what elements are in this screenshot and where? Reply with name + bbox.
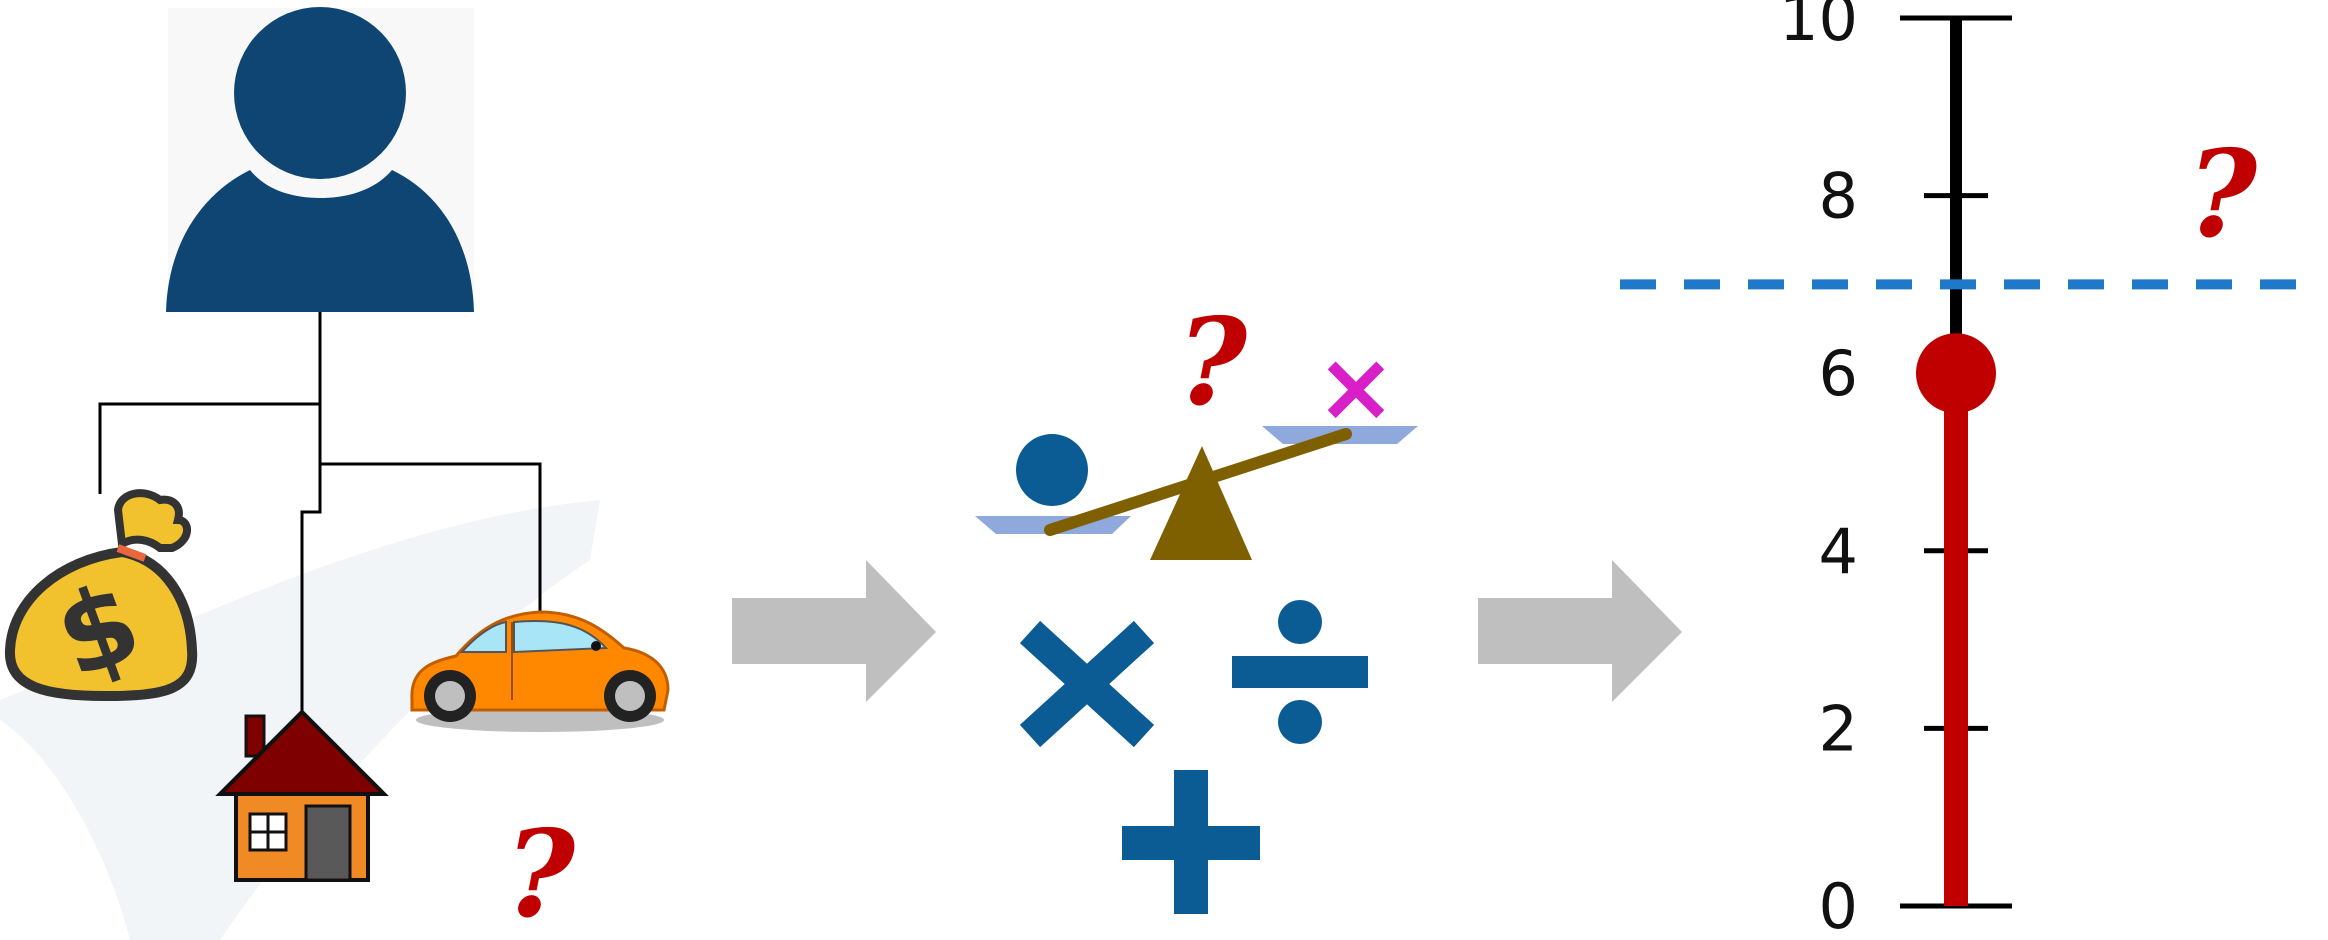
divide-icon bbox=[1232, 600, 1368, 744]
scale-tick-label-6: 6 bbox=[1819, 337, 1858, 410]
scale-tick-label-8: 8 bbox=[1819, 160, 1858, 233]
connector-lines bbox=[98, 312, 542, 712]
person-icon bbox=[166, 7, 474, 312]
right-arrow-icon-2 bbox=[1478, 560, 1682, 702]
right-arrow-icon bbox=[732, 560, 936, 702]
left-panel: $ ? bbox=[0, 7, 670, 940]
scale-chart: 0 2 4 6 8 10 ? bbox=[1620, 0, 2318, 940]
money-bag-icon: $ bbox=[4, 489, 198, 703]
multiply-icon bbox=[1019, 620, 1155, 748]
scale-tick-label-10: 10 bbox=[1779, 0, 1858, 55]
value-marker bbox=[1916, 333, 1996, 414]
scale-tick-label-4: 4 bbox=[1819, 515, 1858, 588]
tick-label-group: 0 2 4 6 8 10 bbox=[1779, 0, 1858, 940]
question-mark-middle: ? bbox=[1177, 292, 1249, 433]
question-mark-right: ? bbox=[2187, 124, 2259, 265]
house-icon bbox=[215, 709, 389, 882]
question-mark-left: ? bbox=[505, 804, 577, 940]
car-icon bbox=[410, 610, 670, 732]
balance-scale-icon bbox=[975, 426, 1418, 560]
middle-panel: ? × bbox=[975, 292, 1418, 914]
scale-tick-label-2: 2 bbox=[1819, 692, 1858, 765]
cross-mark: × bbox=[1316, 331, 1396, 443]
plus-icon bbox=[1122, 770, 1260, 914]
scale-tick-label-0: 0 bbox=[1819, 870, 1858, 940]
